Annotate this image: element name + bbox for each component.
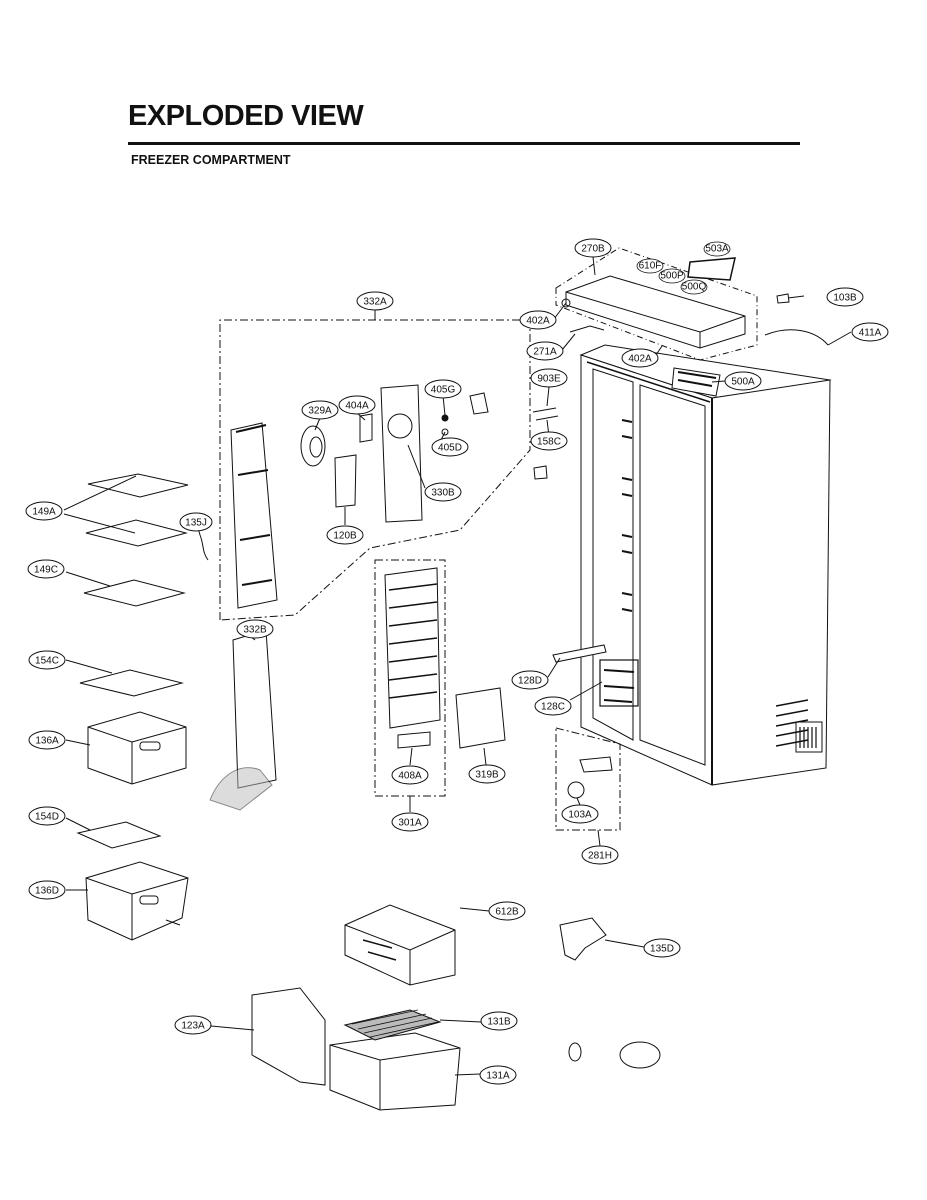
label-404A: 404A: [338, 395, 376, 415]
label-149A: 149A: [25, 501, 63, 521]
svg-text:158C: 158C: [537, 437, 561, 448]
part-label-layer: 270B 503A 610F 500P 500Q 103B 411A 402A: [25, 238, 889, 1085]
svg-text:136A: 136A: [35, 736, 59, 747]
evaporator-assembly: [374, 559, 506, 797]
label-131B: 131B: [480, 1011, 518, 1031]
svg-text:405D: 405D: [438, 443, 462, 454]
svg-text:281H: 281H: [588, 851, 612, 862]
label-154C: 154C: [28, 650, 66, 670]
label-402A-right: 402A: [621, 348, 659, 368]
svg-text:332B: 332B: [243, 625, 267, 636]
label-135D: 135D: [643, 938, 681, 958]
label-154D: 154D: [28, 806, 66, 826]
svg-text:402A: 402A: [628, 354, 652, 365]
svg-text:500A: 500A: [731, 377, 755, 388]
svg-text:154C: 154C: [35, 656, 59, 667]
svg-text:610F: 610F: [639, 261, 662, 272]
svg-text:128D: 128D: [518, 676, 542, 687]
label-123A: 123A: [174, 1015, 212, 1035]
label-128D: 128D: [511, 670, 549, 690]
label-128C: 128C: [534, 696, 572, 716]
label-103B: 103B: [826, 287, 864, 307]
icemaker-and-drawers: [251, 904, 661, 1111]
svg-text:404A: 404A: [345, 401, 369, 412]
top-cover-assembly: [555, 247, 758, 361]
label-319B: 319B: [468, 764, 506, 784]
fan-assembly-group: [199, 319, 531, 621]
svg-text:135J: 135J: [185, 518, 207, 529]
label-281H: 281H: [581, 845, 619, 865]
label-332B: 332B: [236, 619, 274, 639]
label-500Q: 500Q: [680, 279, 708, 295]
svg-text:301A: 301A: [398, 818, 422, 829]
label-135J: 135J: [179, 512, 213, 532]
svg-text:503A: 503A: [705, 244, 729, 255]
svg-text:500P: 500P: [660, 271, 684, 282]
leader-lines: [63, 256, 852, 1076]
page-subtitle: FREEZER COMPARTMENT: [131, 153, 291, 167]
svg-text:500Q: 500Q: [682, 282, 707, 293]
svg-text:149C: 149C: [34, 565, 58, 576]
label-103A: 103A: [561, 804, 599, 824]
svg-text:103A: 103A: [568, 810, 592, 821]
svg-text:329A: 329A: [308, 406, 332, 417]
label-405D: 405D: [431, 437, 469, 457]
svg-text:131B: 131B: [487, 1017, 511, 1028]
svg-text:136D: 136D: [35, 886, 59, 897]
freezer-rear-cover: [209, 629, 277, 811]
label-332A: 332A: [356, 291, 394, 311]
svg-text:405G: 405G: [431, 385, 456, 396]
svg-text:128C: 128C: [541, 702, 565, 713]
svg-text:123A: 123A: [181, 1021, 205, 1032]
svg-text:402A: 402A: [526, 316, 550, 327]
svg-text:135D: 135D: [650, 944, 674, 955]
title-rule: [128, 142, 800, 145]
label-301A: 301A: [391, 812, 429, 832]
label-402A-left: 402A: [519, 310, 557, 330]
label-330B: 330B: [424, 482, 462, 502]
hinges-and-fasteners: [532, 293, 829, 831]
label-149C: 149C: [27, 559, 65, 579]
label-903E: 903E: [530, 368, 568, 388]
storage-bins: [85, 711, 189, 941]
label-610F: 610F: [636, 258, 664, 274]
label-500A: 500A: [724, 371, 762, 391]
label-120B: 120B: [326, 525, 364, 545]
svg-text:149A: 149A: [32, 507, 56, 518]
svg-text:131A: 131A: [486, 1071, 510, 1082]
label-158C: 158C: [530, 431, 568, 451]
label-405G: 405G: [424, 379, 462, 399]
svg-text:271A: 271A: [533, 347, 557, 358]
svg-text:903E: 903E: [537, 374, 561, 385]
label-411A: 411A: [851, 322, 889, 342]
svg-text:270B: 270B: [581, 244, 605, 255]
glass-shelves: [76, 473, 189, 849]
svg-text:408A: 408A: [398, 771, 422, 782]
page-title: EXPLODED VIEW: [128, 100, 364, 132]
label-500P: 500P: [658, 268, 686, 284]
svg-text:330B: 330B: [431, 488, 455, 499]
label-131A: 131A: [479, 1065, 517, 1085]
refrigerator-cabinet: [579, 344, 832, 786]
label-612B: 612B: [488, 901, 526, 921]
svg-text:154D: 154D: [35, 812, 59, 823]
label-408A: 408A: [391, 765, 429, 785]
label-270B: 270B: [574, 238, 612, 258]
svg-text:411A: 411A: [859, 328, 882, 339]
label-503A: 503A: [703, 241, 731, 257]
svg-text:319B: 319B: [475, 770, 499, 781]
svg-text:103B: 103B: [833, 293, 857, 304]
label-271A: 271A: [526, 341, 564, 361]
label-136A: 136A: [28, 730, 66, 750]
label-329A: 329A: [301, 400, 339, 420]
label-136D: 136D: [28, 880, 66, 900]
svg-text:612B: 612B: [495, 907, 519, 918]
svg-text:332A: 332A: [363, 297, 387, 308]
svg-text:120B: 120B: [333, 531, 357, 542]
